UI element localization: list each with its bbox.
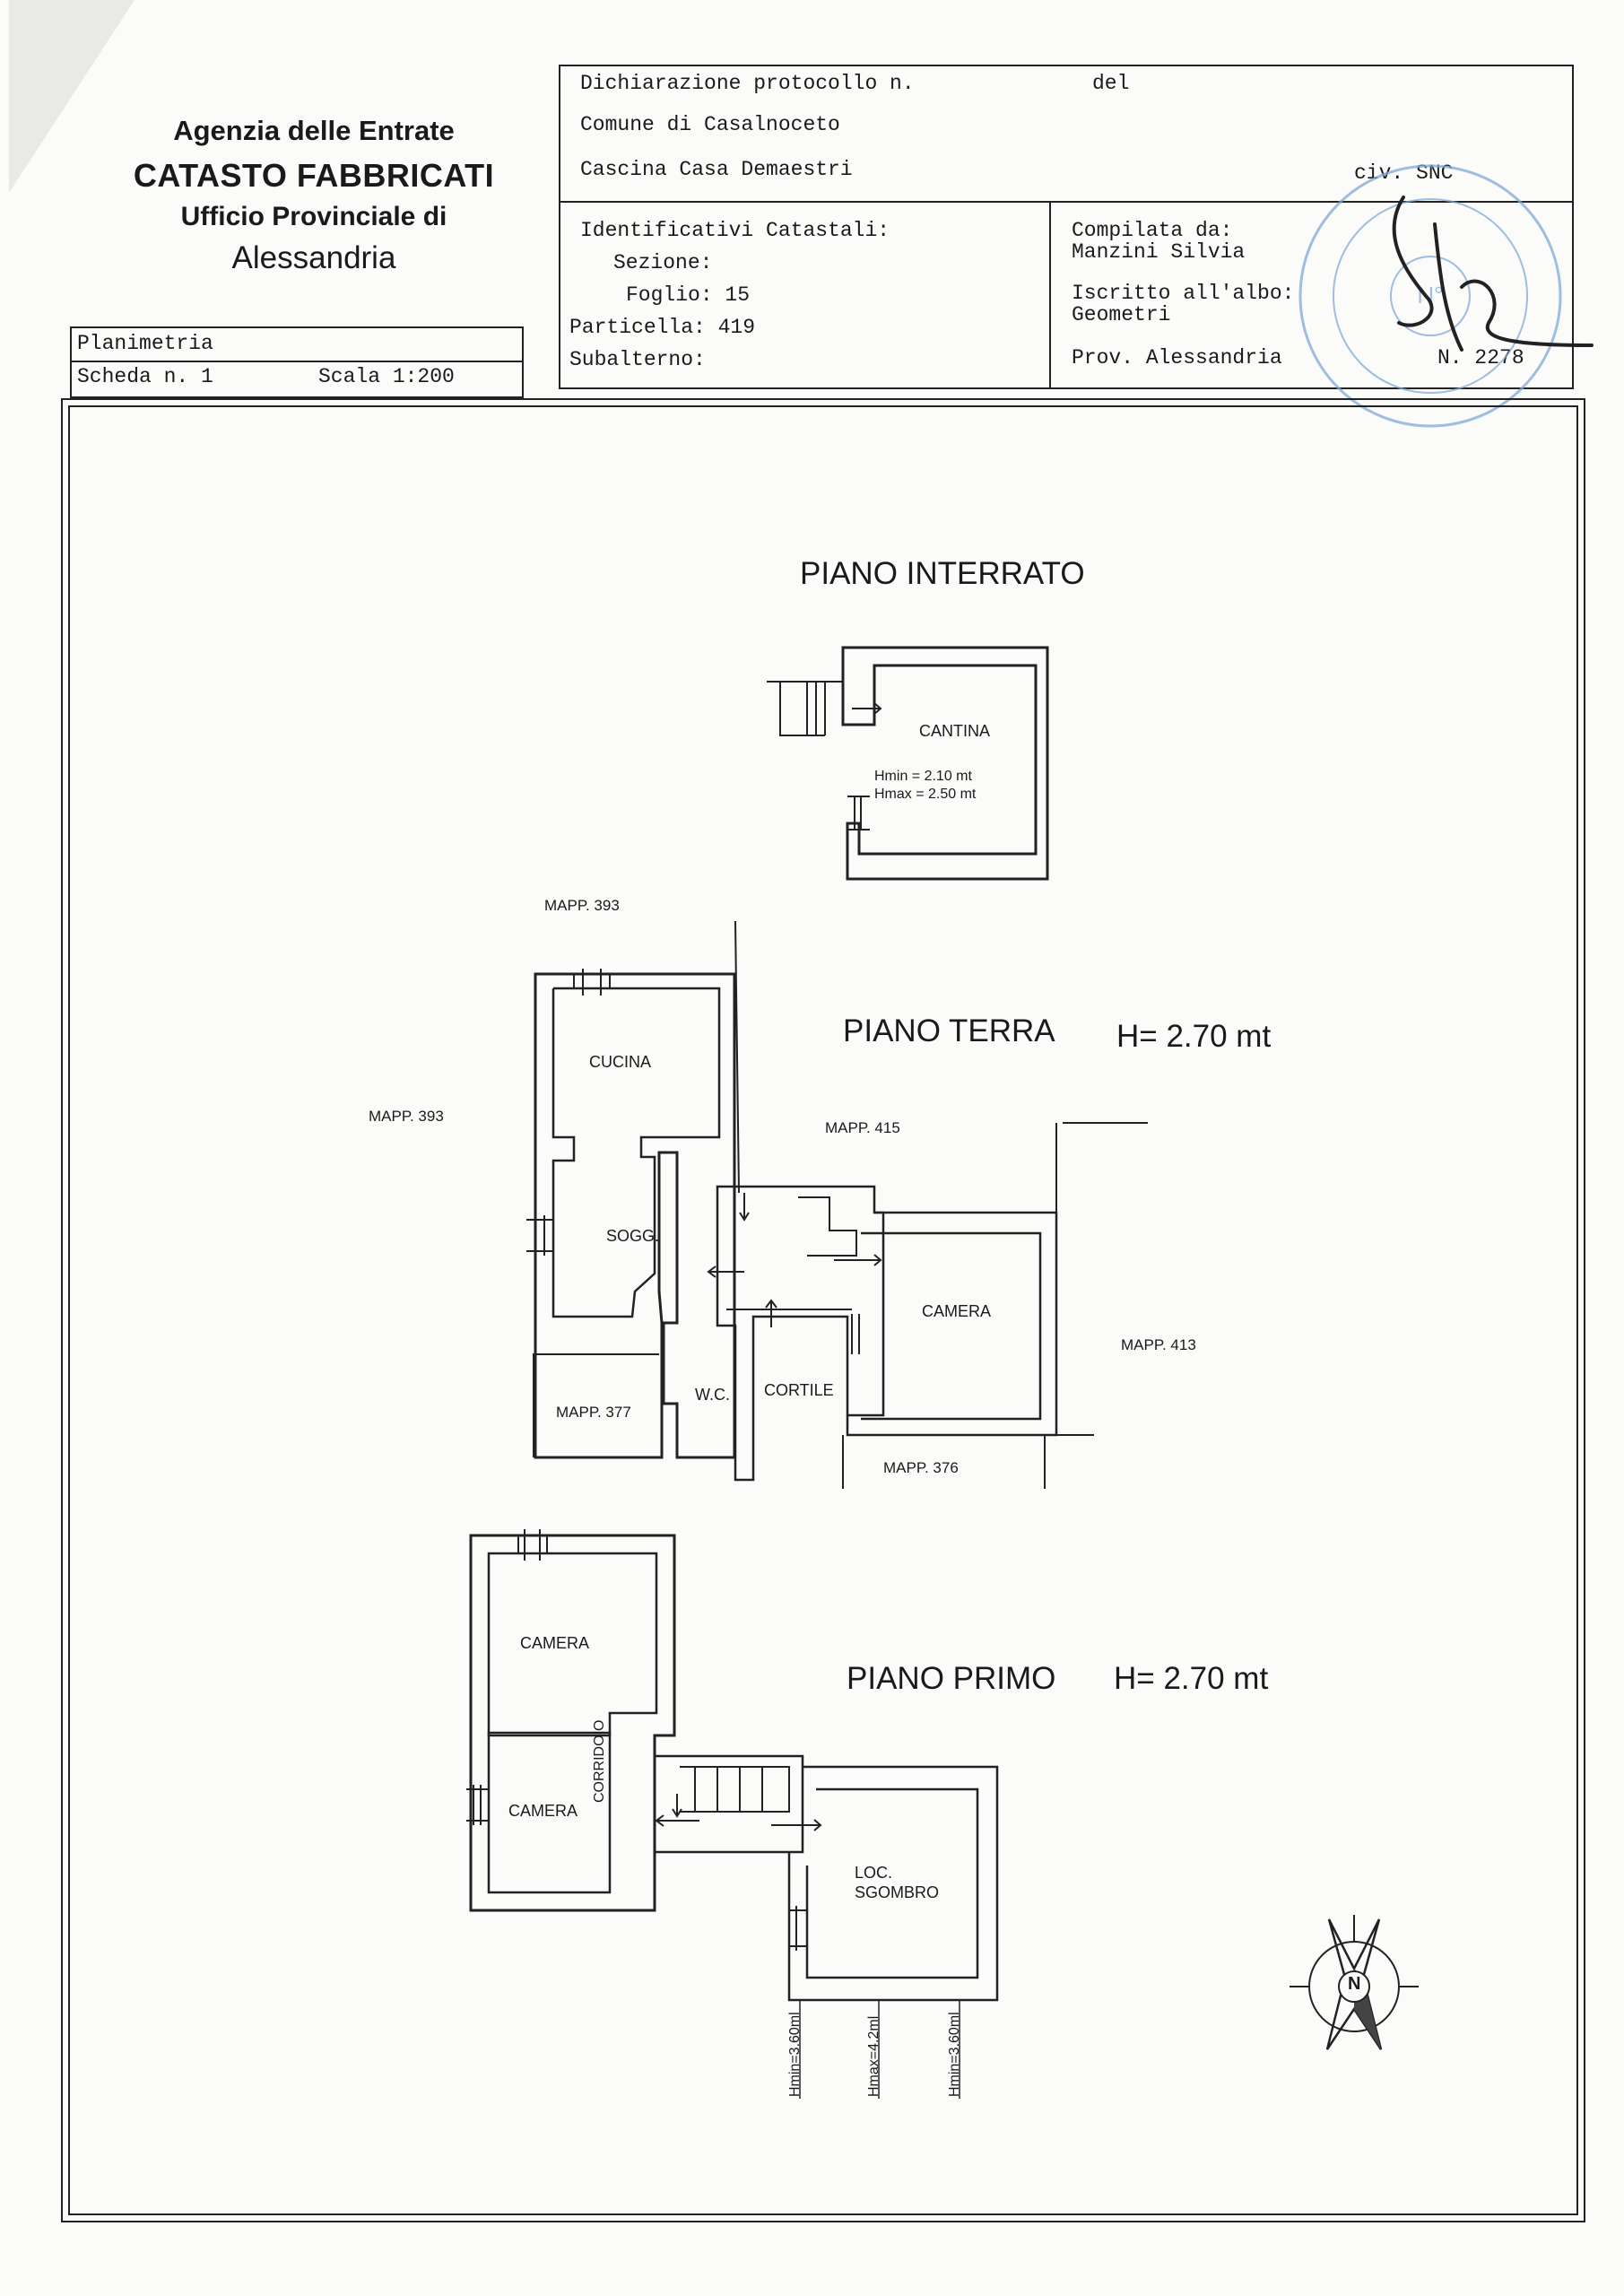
primo-hmin-left: Hmin=3.60ml — [787, 2012, 803, 2097]
room-soggiorno: SOGG. — [606, 1227, 660, 1245]
neighbor-mapp415: MAPP. 415 — [825, 1119, 900, 1136]
room-camera-primo-top: CAMERA — [520, 1634, 590, 1652]
cantina-hmax: Hmax = 2.50 mt — [874, 787, 977, 802]
height-piano-terra: H= 2.70 mt — [1116, 1019, 1272, 1054]
drawing-frame — [61, 398, 1585, 2222]
particella: Particella: 419 — [569, 316, 756, 339]
register-number: N. 2278 — [1437, 346, 1524, 370]
register-value: Geometri — [1072, 303, 1171, 326]
protocol-label: Dichiarazione protocollo n. — [580, 72, 915, 95]
office-province: Alessandria — [231, 240, 396, 275]
room-camera-terra: CAMERA — [922, 1302, 992, 1320]
room-wc: W.C. — [695, 1386, 730, 1404]
ids-label: Identificativi Catastali: — [580, 219, 890, 242]
room-cortile: CORTILE — [764, 1381, 834, 1399]
date-label: del — [1092, 72, 1130, 95]
neighbor-mapp393-top: MAPP. 393 — [544, 897, 620, 914]
agency-section: CATASTO FABBRICATI — [133, 157, 495, 194]
room-loc-label: LOC. — [855, 1864, 893, 1882]
title-piano-primo: PIANO PRIMO — [847, 1661, 1056, 1696]
municipality: Comune di Casalnoceto — [580, 113, 840, 136]
room-camera-primo-bottom: CAMERA — [508, 1802, 578, 1820]
sheet-info-box: Planimetria Scheda n. 1 Scala 1:200 — [70, 326, 524, 398]
civic-number: civ. SNC — [1354, 161, 1454, 185]
title-piano-terra: PIANO TERRA — [843, 1013, 1055, 1048]
address: Cascina Casa Demaestri — [580, 158, 853, 181]
agency-name: Agenzia delle Entrate — [173, 115, 455, 146]
neighbor-mapp377: MAPP. 377 — [556, 1404, 631, 1421]
cantina-hmin: Hmin = 2.10 mt — [874, 769, 972, 784]
neighbor-mapp376: MAPP. 376 — [883, 1459, 959, 1476]
neighbor-mapp393-left: MAPP. 393 — [369, 1108, 444, 1125]
compiled-by-label: Compilata da: — [1072, 219, 1233, 242]
compiled-by-name: Manzini Silvia — [1072, 240, 1246, 264]
title-piano-interrato: PIANO INTERRATO — [800, 556, 1085, 591]
sheet-type: Planimetria — [77, 332, 213, 355]
register-label: Iscritto all'albo: — [1072, 282, 1295, 305]
office-label: Ufficio Provinciale di — [180, 202, 447, 231]
primo-hmin-right: Hmin=3.60ml — [947, 2012, 962, 2097]
room-corridoio: CORRIDOIO — [592, 1719, 607, 1803]
room-cucina: CUCINA — [589, 1053, 652, 1071]
primo-hmax: Hmax=4.2ml — [866, 2015, 881, 2097]
sheet-scale: Scala 1:200 — [318, 365, 455, 388]
subalterno: Subalterno: — [569, 348, 706, 371]
room-sgombro-label: SGOMBRO — [855, 1883, 940, 1901]
foglio: Foglio: 15 — [626, 283, 751, 307]
room-cantina: CANTINA — [919, 722, 991, 740]
neighbor-mapp413: MAPP. 413 — [1121, 1336, 1196, 1353]
height-piano-primo: H= 2.70 mt — [1114, 1661, 1269, 1696]
compass-north-label: N — [1348, 1974, 1361, 1994]
register-province: Prov. Alessandria — [1072, 346, 1282, 370]
sheet-number: Scheda n. 1 — [77, 365, 213, 388]
cadastral-form: Dichiarazione protocollo n. del Comune d… — [559, 65, 1574, 389]
sezione: Sezione: — [613, 251, 713, 274]
